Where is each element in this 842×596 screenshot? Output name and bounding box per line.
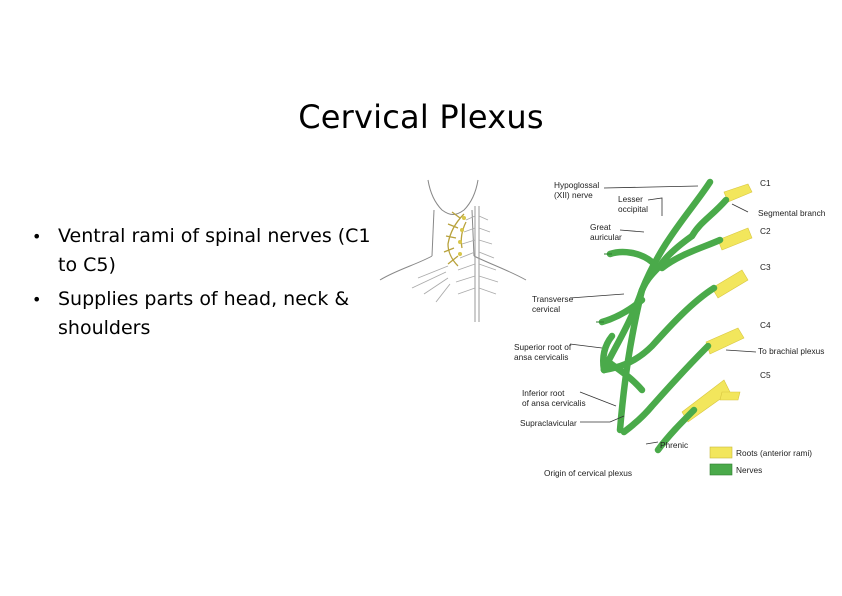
label-lesser-occipital: occipital — [618, 204, 648, 214]
bullet-list: • Ventral rami of spinal nerves (C1 to C… — [32, 222, 372, 348]
bullet-dot-icon: • — [32, 290, 42, 309]
label-segmental-branch: Segmental branch — [758, 208, 826, 218]
label-c3: C3 — [760, 262, 771, 272]
label-hypoglossal: (XII) nerve — [554, 190, 593, 200]
label-lesser-occipital: Lesser — [618, 194, 643, 204]
label-brachial-plexus: To brachial plexus — [758, 346, 824, 356]
legend-swatch-roots — [709, 446, 733, 459]
label-c1: C1 — [760, 178, 771, 188]
bullet-text: Ventral rami of spinal nerves (C1 to C5) — [58, 225, 371, 276]
legend-label-roots: Roots (anterior rami) — [736, 448, 812, 458]
label-transverse-cervical: Transverse — [532, 294, 574, 304]
label-great-auricular: auricular — [590, 232, 622, 242]
label-supraclavicular: Supraclavicular — [520, 418, 577, 428]
bullet-item: • Supplies parts of head, neck & shoulde… — [32, 285, 372, 343]
label-c2: C2 — [760, 226, 771, 236]
bullet-item: • Ventral rami of spinal nerves (C1 to C… — [32, 222, 372, 280]
nerves-group — [598, 178, 730, 454]
label-inferior-root: Inferior root — [522, 388, 565, 398]
cervical-plexus-diagram: Hypoglossal (XII) nerve Lesser occipital… — [514, 178, 826, 478]
roots-group — [681, 183, 753, 423]
label-superior-root: Superior root of — [514, 342, 572, 352]
label-inferior-root: of ansa cervicalis — [522, 398, 586, 408]
label-c5: C5 — [760, 370, 771, 380]
slide-title: Cervical Plexus — [298, 98, 544, 136]
neck-anatomy-sketch — [379, 179, 527, 322]
label-c4: C4 — [760, 320, 771, 330]
legend-swatch-nerves — [709, 463, 733, 476]
label-great-auricular: Great — [590, 222, 611, 232]
diagram-labels: Hypoglossal (XII) nerve Lesser occipital… — [514, 178, 826, 478]
label-phrenic: Phrenic — [660, 440, 688, 450]
legend: Roots (anterior rami) Nerves — [709, 446, 812, 476]
bullet-dot-icon: • — [32, 227, 42, 246]
bullet-text: Supplies parts of head, neck & shoulders — [58, 288, 350, 339]
legend-label-nerves: Nerves — [736, 465, 762, 475]
caption: Origin of cervical plexus — [544, 468, 632, 478]
label-transverse-cervical: cervical — [532, 304, 560, 314]
label-hypoglossal: Hypoglossal — [554, 180, 599, 190]
label-superior-root: ansa cervicalis — [514, 352, 568, 362]
